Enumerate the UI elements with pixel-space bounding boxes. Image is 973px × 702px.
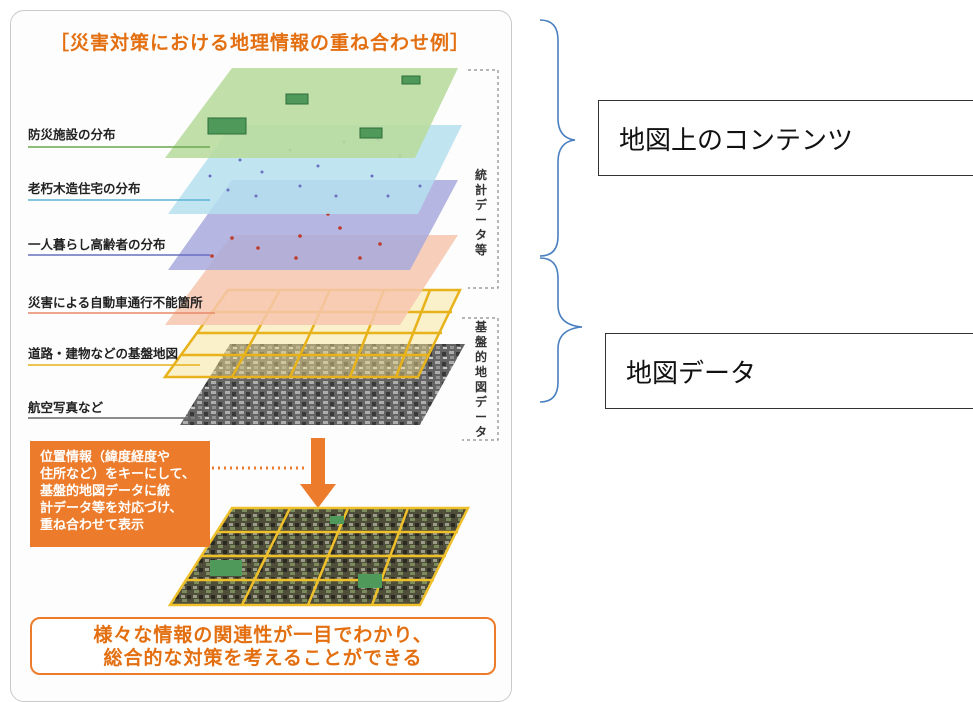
facilities-layer — [165, 68, 458, 158]
diagram-title: ［災害対策における地理情報の重ね合わせ例］ — [49, 32, 470, 54]
callout-map-data: 地図データ — [605, 333, 973, 409]
layer-label-aerial: 航空写真など — [28, 400, 104, 415]
down-arrow-icon — [300, 438, 336, 508]
layer-label-facilities: 防災施設の分布 — [28, 127, 116, 142]
combined-result-map — [167, 506, 471, 607]
layer-stack-graphic — [28, 68, 499, 607]
layer-label-wooden-houses: 老朽木造住宅の分布 — [28, 181, 141, 196]
map-data-brace — [539, 257, 583, 403]
layer-label-impassable: 災害による自動車通行不能箇所 — [28, 295, 203, 310]
conclusion-box: 様々な情報の関連性が一目でわかり、 総合的な対策を考えることができる — [30, 617, 496, 675]
curly-braces — [539, 19, 583, 403]
group-label-statistics: 統計データ等 — [474, 168, 487, 257]
callout-map-contents: 地図上のコンテンツ — [598, 100, 973, 176]
layer-label-elderly: 一人暮らし高齢者の分布 — [28, 237, 166, 252]
contents-brace — [539, 19, 576, 257]
aerial-photo-layer — [180, 344, 465, 425]
explanation-box: 位置情報（緯度経度や 住所など）をキーにして、 基盤的地図データに統 計データ等… — [30, 441, 210, 547]
layer-label-base-map: 道路・建物などの基盤地図 — [28, 346, 179, 361]
group-label-base-map: 基盤的地図データ — [474, 320, 487, 439]
